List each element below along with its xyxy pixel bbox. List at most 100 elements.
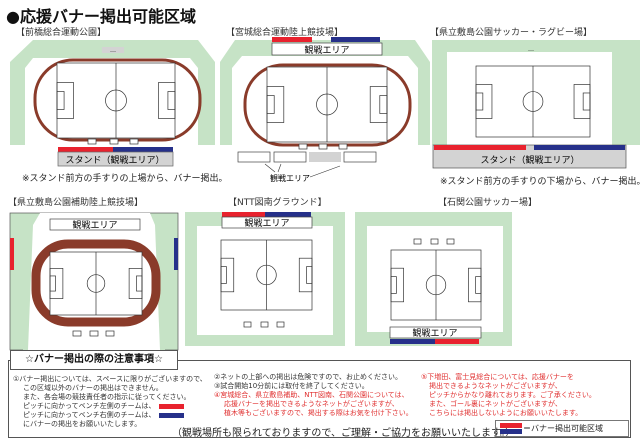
center-circle (522, 91, 544, 112)
bench (430, 238, 439, 245)
bench (318, 143, 328, 150)
venue-note-maebashi: ※スタンド前方の手すりの上場から、バナー掲出。 (22, 174, 228, 184)
green-area (220, 40, 430, 145)
venue-title-shikishima-sub: 【県立敷島公園補助陸上競技場】 (8, 198, 144, 208)
center-circle (86, 274, 106, 293)
track (31, 239, 161, 327)
pointer-arrows (264, 163, 341, 178)
center-circle (425, 274, 447, 296)
stand (57, 151, 174, 167)
note-1-line-1: ①バナー掲出については、スペースに限りがございますので、 (13, 375, 207, 383)
note-4-line-1: ④宮城総合、県立敷島補助、NTT図南、石関公園については、 (214, 391, 409, 399)
viewing-box (237, 151, 271, 163)
blue-banner (534, 145, 625, 150)
red-banner (10, 238, 14, 270)
viewing-area (271, 42, 383, 56)
center-circle (316, 93, 338, 116)
note-1-line-2: この区域以外のバナーの掲出はできません。 (23, 384, 163, 392)
viewing-box-gray (309, 152, 341, 162)
blue-banner (390, 339, 435, 344)
page-title: ●応援バナー掲出可能区域 (6, 7, 196, 26)
viewing-area-label: 観戦エリア (412, 327, 457, 339)
green-area (10, 40, 215, 145)
goal-area (49, 275, 56, 292)
notes-box: ①バナー掲出については、スペースに限りがございますので、 この区域以外のバナーの… (8, 360, 631, 439)
track (243, 63, 412, 147)
stand (432, 144, 627, 169)
stand-label: スタンド（観戦エリア） (480, 154, 579, 166)
notes-heading: ☆バナー掲出の際の注意事項☆ (10, 350, 178, 370)
venue-title-maebashi: 【前橋総合運動公園】 (16, 28, 107, 38)
blue-banner (174, 238, 178, 270)
bench (72, 330, 82, 337)
bench (276, 321, 285, 328)
bench (413, 238, 422, 245)
bench (260, 321, 269, 328)
bench (87, 138, 97, 145)
bench (105, 330, 115, 337)
venue-title-ishizeki: 【石関公園サッカー場】 (438, 198, 538, 208)
viewing-area-caption: 観戦エリア (270, 173, 310, 183)
legend-blue-swatch (500, 429, 522, 434)
footer-note: （観戦場所も限られておりますので、ご理解・ご協力をお願いいたします。） (172, 428, 515, 439)
soccer-pitch (390, 249, 482, 321)
note-5-line-4: また、ゴール裏にネットがございますが、 (429, 400, 562, 408)
goal-area (390, 276, 397, 294)
marker-box (102, 47, 124, 53)
red-banner (58, 147, 113, 152)
goal-area (306, 266, 313, 284)
bench (243, 321, 252, 328)
bench (129, 138, 139, 145)
goal-area (475, 92, 484, 111)
red-banner (435, 339, 479, 344)
soccer-pitch (220, 239, 313, 311)
note-5-line-1: ⑤下増田、富士見総合については、応援バナーを (421, 373, 574, 381)
venue-note-shikishima: ※スタンド前方の手すりの下場から、バナー掲出。 (440, 177, 640, 187)
center-circle (105, 89, 127, 112)
legend: ＝バナー掲出可能区域 (495, 420, 629, 437)
marker: … (110, 47, 116, 54)
venue-title-miyagi: 【宮城総合運動陸上競技場】 (226, 28, 344, 38)
red-banner (222, 212, 265, 217)
goal-area (220, 266, 227, 284)
goal-area (582, 92, 591, 111)
bench (109, 138, 119, 145)
stand-label: スタンド（観戦エリア） (65, 154, 164, 166)
bench (338, 143, 348, 150)
blue-banner (58, 147, 173, 152)
note-5-line-5: こちらには掲出しないようにお願いいたします。 (429, 409, 583, 417)
viewing-box (343, 151, 377, 163)
bench (446, 238, 455, 245)
blue-banner (331, 37, 380, 42)
note-4-line-3: 植木等もございますので、掲出する際はお気を付け下さい。 (224, 409, 413, 417)
note-5-line-3: ピッチからかなり離れております。ご了承ください。 (429, 391, 596, 399)
marker: … (528, 46, 534, 53)
soccer-pitch (49, 251, 143, 316)
blue-banner (265, 212, 311, 217)
soccer-pitch (266, 66, 388, 143)
venue-title-shikishima: 【県立敷島公園サッカー・ラグビー場】 (430, 28, 593, 38)
note-1-line-6: にバナーの掲出をお願いいたします。 (23, 420, 142, 428)
red-banner (272, 37, 312, 42)
venue-title-ntt: 【NTT図南グラウンド】 (228, 198, 327, 208)
note-2: ②ネットの上部への掲出は危険ですので、お止めください。 (214, 373, 402, 381)
bench (298, 143, 308, 150)
note-3: ③試合開始10分前には取付を終了してください。 (214, 382, 369, 390)
goal-area (475, 276, 482, 294)
note-1-line-5: ピッチに向かってベンチ右側のチームは、 (23, 411, 156, 419)
goal-area (56, 91, 65, 110)
viewing-box (273, 151, 307, 163)
note-1-line-3: また、各会場の競技責任者の指示に従ってください。 (23, 393, 191, 401)
note-5-line-2: 掲出できるようなネットがございますが、 (429, 382, 562, 390)
legend-red-swatch (500, 423, 522, 428)
goal-area (136, 275, 143, 292)
soccer-pitch (475, 65, 591, 138)
viewing-area (49, 218, 141, 231)
goal-area (167, 91, 176, 110)
viewing-area-label: 観戦エリア (244, 217, 289, 229)
viewing-area (389, 326, 482, 339)
soccer-pitch (56, 62, 176, 139)
legend-label: ＝バナー掲出可能区域 (523, 424, 603, 433)
